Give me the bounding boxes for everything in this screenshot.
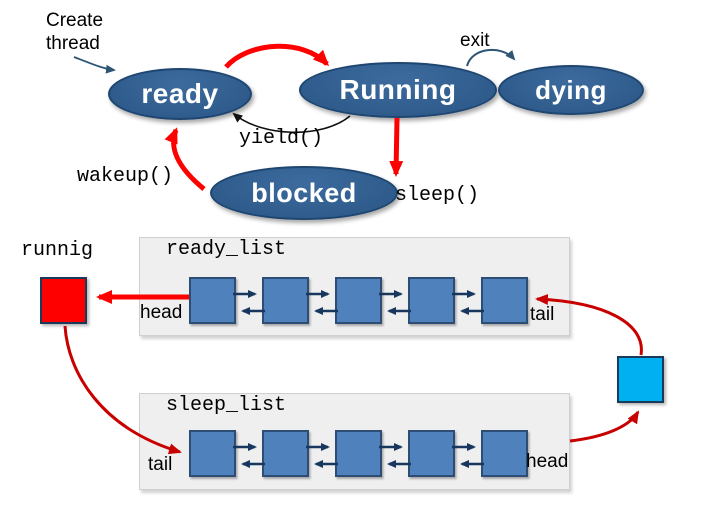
state-blocked: blocked [210, 166, 398, 220]
ready-list-title: ready_list [166, 238, 287, 261]
ready-to-running-arrow [224, 43, 330, 69]
sleep-list-nodes [189, 430, 528, 477]
sleep-transition-label: sleep() [395, 184, 480, 207]
sleep-list-tail-label: tail [148, 454, 173, 475]
list-node [408, 277, 455, 324]
running-to-blocked-arrow [389, 117, 404, 177]
ready-list-tail-label: tail [530, 304, 555, 325]
yield-transition-label: yield() [239, 127, 324, 150]
list-node [408, 430, 455, 477]
list-node [481, 277, 528, 324]
list-node [189, 277, 236, 324]
state-dying: dying [498, 65, 644, 115]
exit-transition-label: exit [460, 30, 490, 51]
ready-list-nodes [189, 277, 528, 324]
sleep-list-title: sleep_list [166, 394, 287, 417]
wakeup-transition-label: wakeup() [77, 165, 174, 188]
running-to-dying-exit-arrow [466, 48, 516, 67]
list-node [481, 430, 528, 477]
blocked-to-ready-wakeup-arrow [164, 127, 206, 191]
state-blocked-label: blocked [251, 177, 357, 208]
running-pointer-label: runnig [21, 239, 94, 262]
sleep-head-to-new-square-arrow [569, 410, 640, 443]
create-thread-arrow [73, 56, 116, 74]
create-thread-label: Create thread [46, 10, 104, 54]
running-thread-square [40, 277, 87, 324]
sleep-list-head-label: head [526, 451, 569, 472]
list-node [335, 430, 382, 477]
list-node [189, 430, 236, 477]
state-running-label: Running [339, 74, 457, 105]
list-node [262, 277, 309, 324]
new-thread-square [617, 356, 664, 403]
state-ready: ready [108, 68, 252, 120]
state-ready-label: ready [141, 78, 219, 109]
list-node [335, 277, 382, 324]
ready-list-head-label: head [140, 302, 183, 323]
list-node [262, 430, 309, 477]
state-dying-label: dying [535, 74, 607, 105]
state-running: Running [299, 62, 497, 118]
